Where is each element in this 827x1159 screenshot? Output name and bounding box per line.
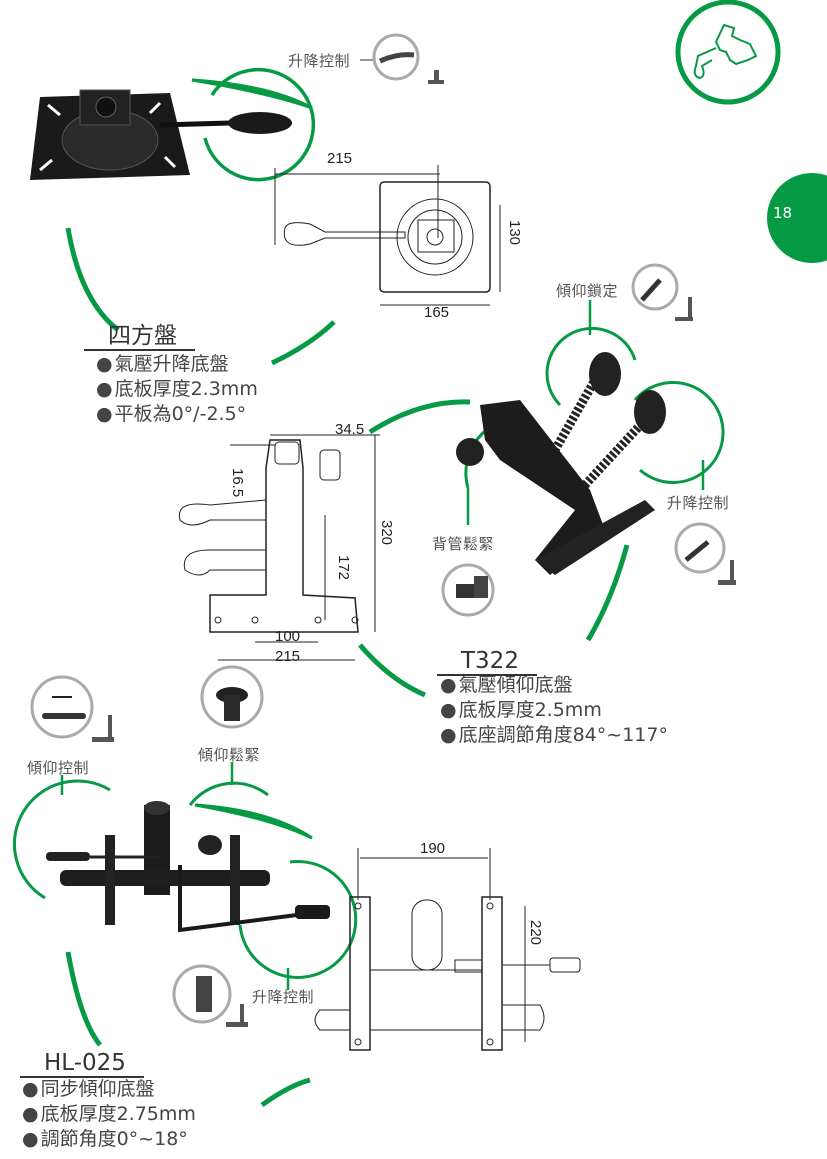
spec-item: 調節角度0°~18° bbox=[22, 1127, 196, 1152]
height-control-lever-icon bbox=[172, 964, 248, 1027]
dim-lever-length: 215 bbox=[327, 150, 353, 167]
spec-item: 底板厚度2.5mm bbox=[440, 698, 668, 723]
spec-item: 底座調節角度84°~117° bbox=[440, 723, 668, 748]
tilt-control-label: 傾仰控制 bbox=[27, 759, 90, 777]
dim-plate-width: 165 bbox=[424, 304, 450, 321]
backrest-tension-label: 背管鬆緊 bbox=[432, 535, 495, 553]
dim-hole-spacing: 130 bbox=[506, 220, 523, 246]
dim-top-width: 34.5 bbox=[335, 421, 365, 438]
spec-list: 氣壓傾仰底盤 底板厚度2.5mm 底座調節角度84°~117° bbox=[440, 673, 668, 748]
dim-inner-holes: 100 bbox=[275, 628, 301, 645]
height-control-label-3: 升降控制 bbox=[252, 988, 315, 1006]
spec-item: 氣壓傾仰底盤 bbox=[440, 673, 668, 698]
height-control-label-2: 升降控制 bbox=[667, 494, 730, 512]
product-title: HL-025 bbox=[20, 1050, 144, 1078]
dim-outer-holes: 215 bbox=[275, 648, 301, 665]
spec-item: 底板厚度2.75mm bbox=[22, 1102, 196, 1127]
height-control-label: 升降控制 bbox=[288, 52, 351, 70]
synchro-plate-photo bbox=[46, 801, 330, 933]
tilt-lock-label: 傾仰鎖定 bbox=[556, 282, 619, 300]
synchro-plate-drawing bbox=[314, 848, 581, 1051]
tilt-plate-drawing bbox=[178, 434, 380, 661]
dim-plate-width-2: 190 bbox=[420, 840, 446, 857]
tilt-tension-knob-icon bbox=[200, 665, 264, 729]
dim-top-offset: 16.5 bbox=[229, 468, 246, 498]
height-control-lever-icon bbox=[360, 33, 444, 84]
spec-list: 同步傾仰底盤 底板厚度2.75mm 調節角度0°~18° bbox=[22, 1077, 196, 1152]
square-plate-photo bbox=[30, 89, 292, 180]
spec-item: 同步傾仰底盤 bbox=[22, 1077, 196, 1102]
spec-item: 氣壓升降底盤 bbox=[96, 352, 258, 377]
chair-mechanism-icon bbox=[675, 0, 781, 105]
square-plate-drawing bbox=[274, 165, 501, 306]
product-title: 四方盤 bbox=[84, 323, 195, 351]
page-number: 18 bbox=[773, 204, 793, 222]
dim-hole-height: 172 bbox=[335, 555, 352, 581]
backrest-tension-knob-icon bbox=[441, 563, 495, 617]
product-title: T322 bbox=[437, 648, 537, 676]
height-control-lever-icon bbox=[674, 522, 736, 585]
spec-list: 氣壓升降底盤 底板厚度2.3mm 平板為0°/-2.5° bbox=[96, 352, 258, 427]
tilt-lock-lever-icon bbox=[631, 263, 693, 321]
dim-plate-depth: 220 bbox=[527, 920, 544, 946]
tilt-tension-label: 傾仰鬆緊 bbox=[198, 746, 261, 764]
tilt-control-lever-icon bbox=[30, 675, 114, 742]
tilt-plate-photo bbox=[456, 352, 666, 575]
dim-total-height: 320 bbox=[378, 520, 395, 546]
spec-item: 底板厚度2.3mm bbox=[96, 377, 258, 402]
spec-item: 平板為0°/-2.5° bbox=[96, 402, 258, 427]
